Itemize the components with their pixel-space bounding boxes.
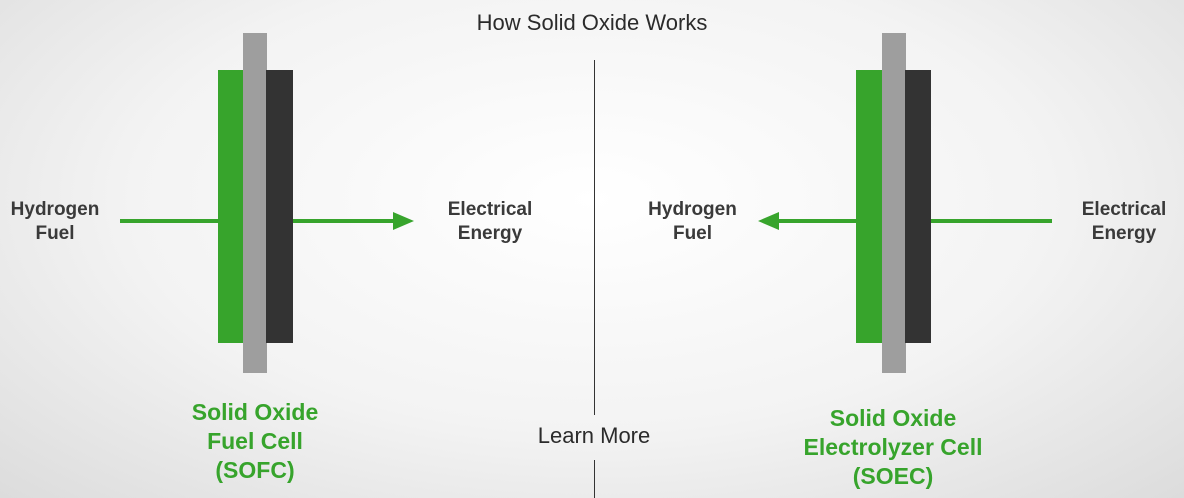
soec-electrolyte-layer [882,33,906,373]
soec-input-label-line: Electrical [1081,199,1167,220]
sofc-output-arrow-line [293,219,395,223]
sofc-input-label-line: Fuel [35,223,75,244]
soec-input-label-line: Energy [1091,223,1157,244]
soec-name: Solid Oxide Electrolyzer Cell (SOEC) [768,404,1018,491]
sofc-name-line: Fuel Cell [207,428,303,454]
sofc-output-label-line: Energy [457,223,523,244]
soec-name-line: (SOEC) [852,463,934,489]
sofc-input-label-line: Hydrogen [10,199,100,220]
sofc-output-label: Electrical Energy [425,198,555,246]
sofc-name-line: Solid Oxide [191,399,319,425]
center-divider-top [594,60,595,415]
arrow-left-icon [758,212,779,230]
sofc-name-line: (SOFC) [215,457,295,483]
sofc-electrolyte-layer [243,33,267,373]
page-title: How Solid Oxide Works [476,10,708,35]
soec-output-label: Hydrogen Fuel [625,198,760,246]
arrow-right-icon [393,212,414,230]
soec-output-label-line: Hydrogen [648,199,737,220]
soec-name-line: Electrolyzer Cell [803,434,983,460]
sofc-input-label: Hydrogen Fuel [0,198,110,246]
soec-name-line: Solid Oxide [829,405,957,431]
center-divider-bottom [594,460,595,498]
soec-cathode-layer [905,70,931,343]
soec-anode-layer [856,70,883,343]
sofc-name: Solid Oxide Fuel Cell (SOFC) [130,398,380,485]
sofc-input-arrow-line [120,219,220,223]
soec-output-arrow-line [777,219,857,223]
learn-more-link[interactable]: Learn More [537,423,651,448]
soec-input-arrow-line [931,219,1052,223]
sofc-cathode-layer [266,70,293,343]
sofc-anode-layer [218,70,244,343]
soec-input-label: Electrical Energy [1064,198,1184,246]
soec-output-label-line: Fuel [672,223,713,244]
sofc-output-label-line: Electrical [447,199,533,220]
